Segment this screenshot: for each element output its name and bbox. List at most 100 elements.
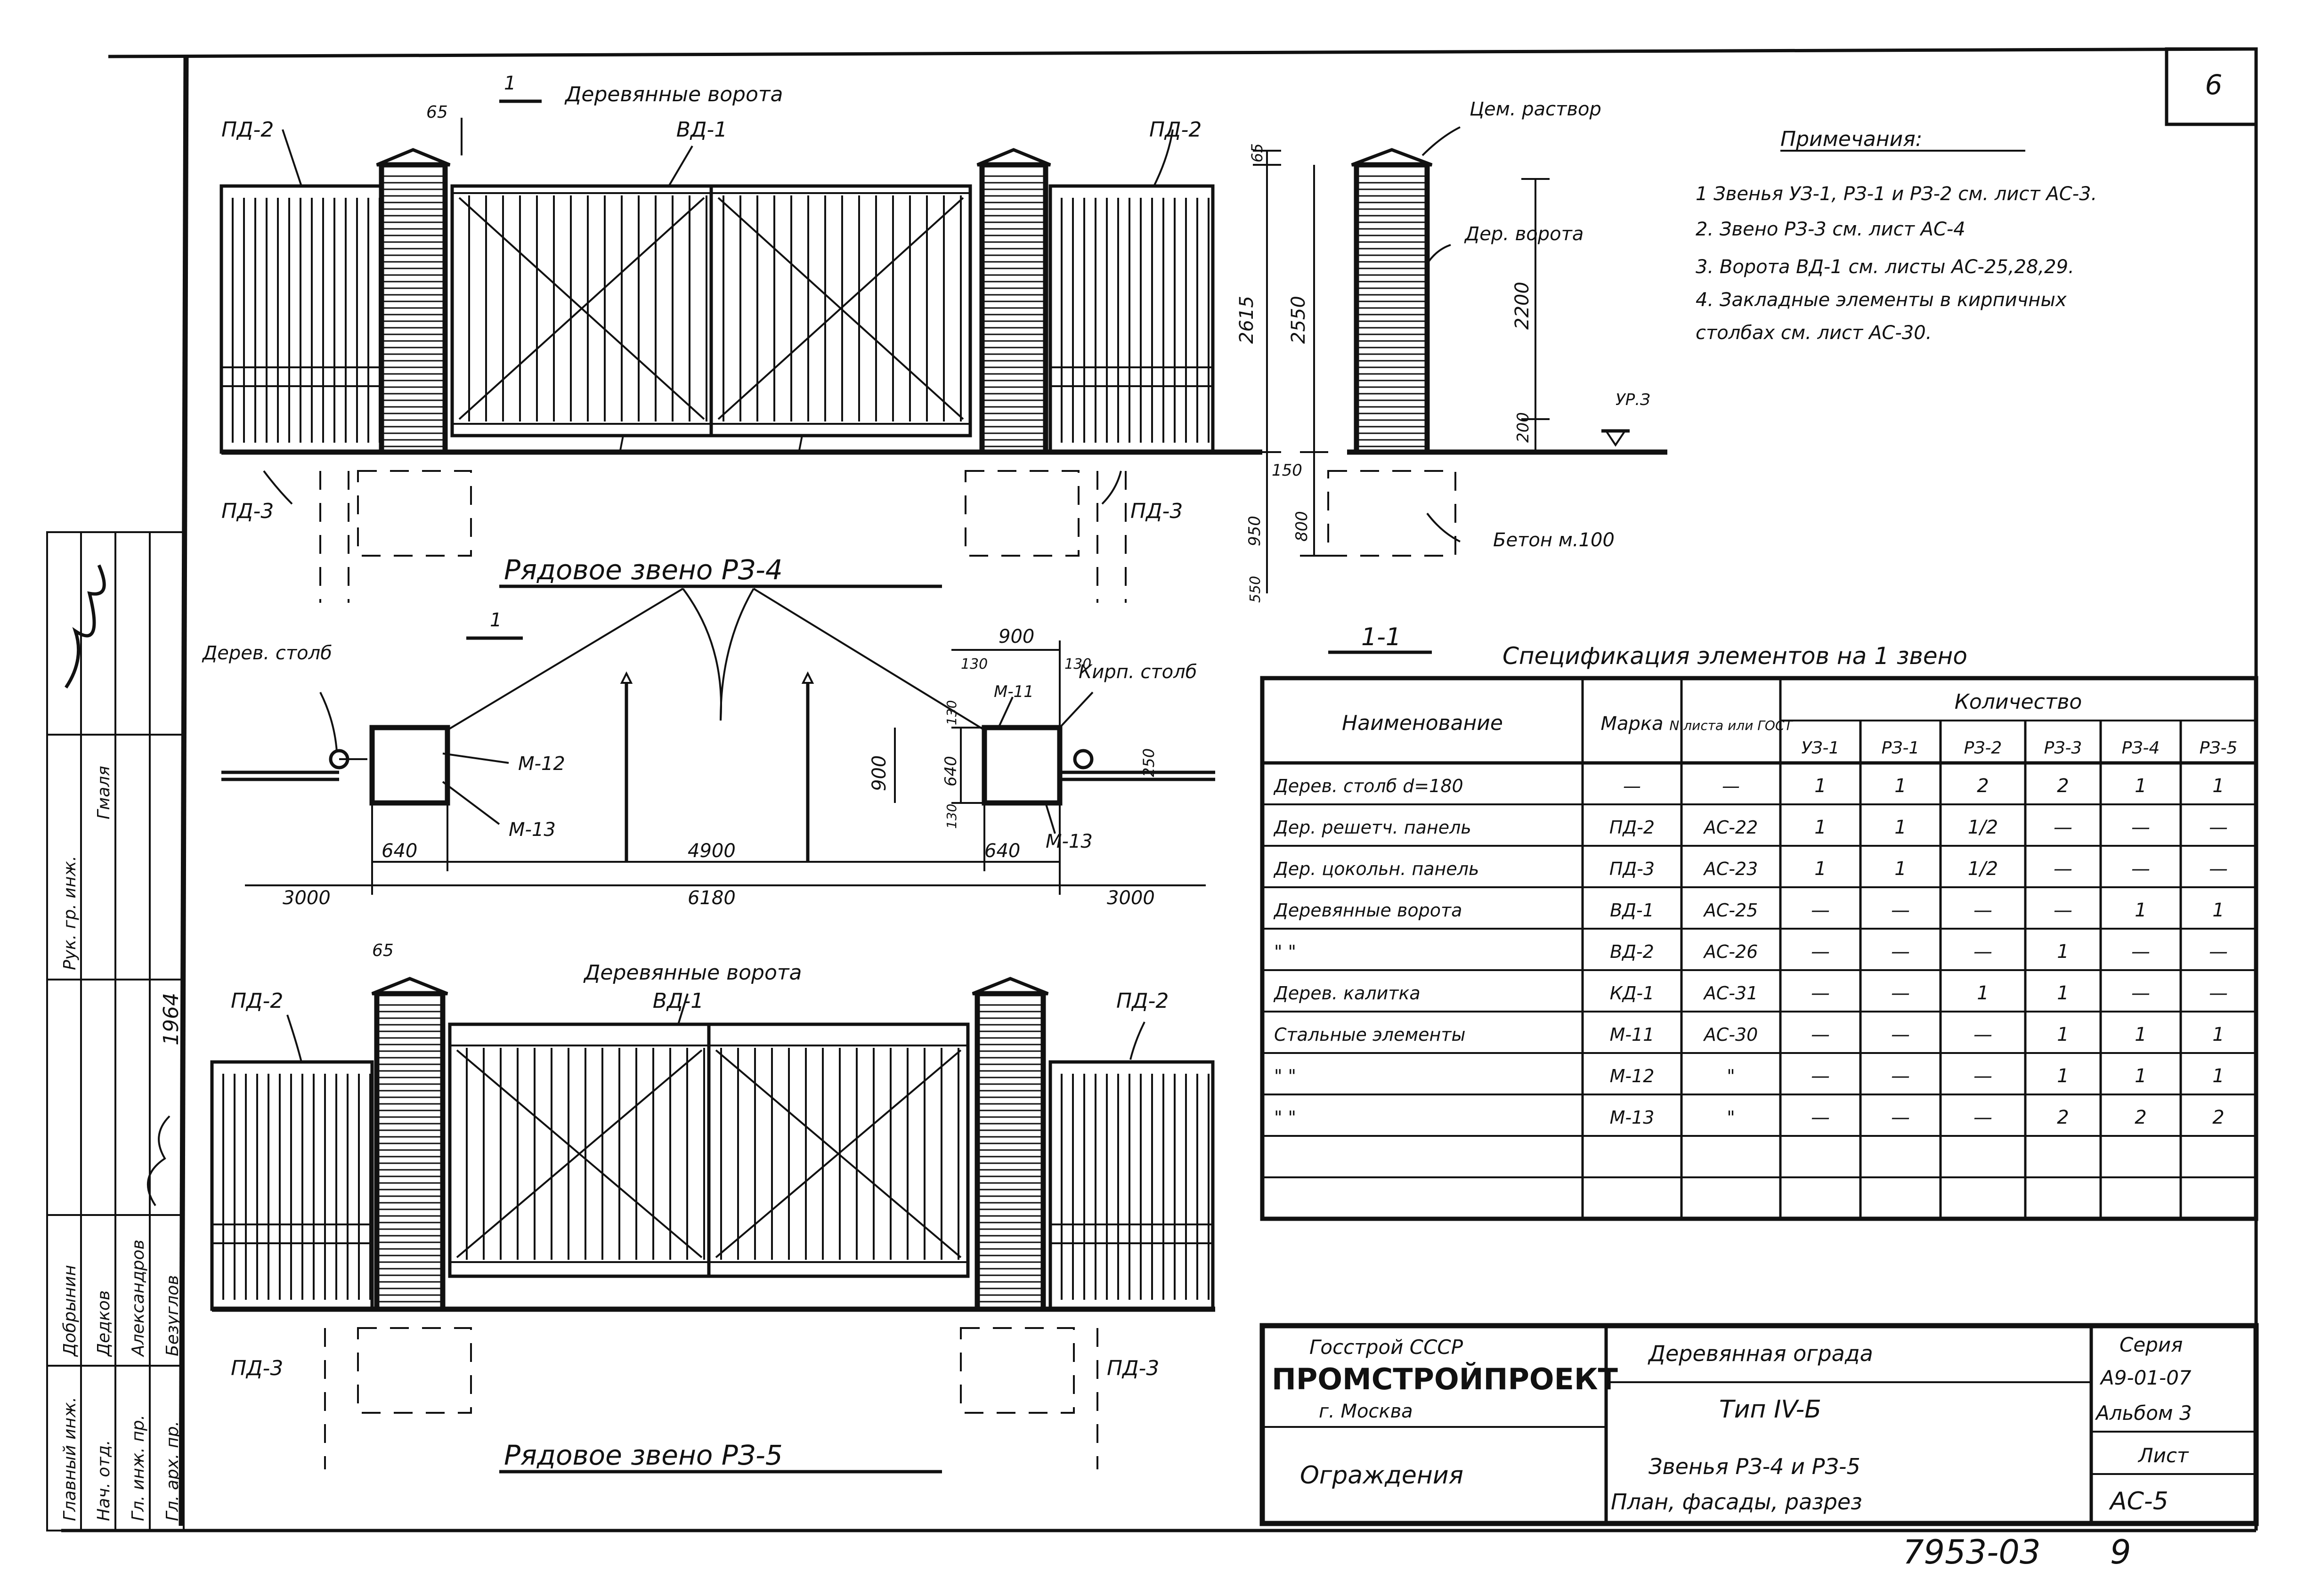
stamp-role-3: Гл. инж. пр. — [129, 1415, 148, 1521]
tb-album: Альбом 3 — [2095, 1402, 2192, 1425]
stamp-top-role: Рук. гр. инж. — [60, 856, 80, 970]
tb-project: Деревянная ограда — [1648, 1341, 1873, 1366]
stamp-role-1: Главный инж. — [60, 1397, 80, 1521]
spec-cell-qty: 1 — [2212, 1024, 2224, 1045]
spec-cell-qty: 2 — [2057, 775, 2069, 797]
spec-cell-sheet: АС-25 — [1703, 900, 1758, 921]
spec-cell-sheet: " — [1727, 1107, 1735, 1128]
svg-text:I: I — [619, 433, 625, 454]
spec-cell-qty: 1 — [1894, 817, 1906, 838]
spec-cell-sheet: АС-23 — [1703, 859, 1758, 879]
spec-cell-qty: — — [2209, 941, 2228, 963]
spec-cell-qty: — — [1891, 941, 1910, 963]
spec-cell-qty: 1 — [1894, 858, 1906, 880]
page-number: 9 — [2110, 1533, 2131, 1572]
spec-qty-col: РЗ-5 — [2200, 738, 2238, 758]
spec-cell-mark: ВД-1 — [1610, 900, 1654, 921]
spec-cell-qty: — — [1973, 941, 1992, 963]
plan-dim-640-left: 640 — [382, 840, 417, 862]
spec-cell-name: Дер. цокольн. панель — [1273, 859, 1479, 879]
note-4: 4. Закладные элементы в кирпичных — [1696, 289, 2067, 311]
spec-cell-name: Дерев. столб d=180 — [1273, 776, 1463, 796]
spec-cell-name: " " — [1274, 941, 1296, 962]
spec-cell-sheet: АС-26 — [1703, 941, 1758, 962]
caption-rz4: Рядовое звено РЗ-4 — [504, 554, 783, 586]
note-1: 1 Звенья УЗ-1, РЗ-1 и РЗ-2 см. лист АС-3… — [1696, 183, 2097, 205]
spec-cell-sheet: " — [1727, 1066, 1735, 1086]
stamp-name-1: Добрынин — [60, 1265, 80, 1357]
spec-cell-qty: 1 — [2057, 1065, 2069, 1087]
spec-qty-col: УЗ-1 — [1802, 738, 1840, 758]
spec-cell-qty: — — [2131, 858, 2150, 880]
spec-cell-qty: — — [1973, 899, 1992, 921]
spec-title: Спецификация элементов на 1 звено — [1502, 642, 1967, 670]
plan-dim-250: 250 — [1140, 748, 1158, 777]
spec-cell-name: Деревянные ворота — [1273, 900, 1462, 921]
spec-cell-qty: — — [2054, 899, 2072, 921]
spec-cell-sheet: АС-31 — [1703, 983, 1758, 1004]
spec-qty-col: РЗ-1 — [1882, 738, 1920, 758]
spec-cell-qty: 1 — [1814, 858, 1826, 880]
spec-cell-qty: 1 — [2135, 775, 2146, 797]
tb-org1: Госстрой СССР — [1309, 1336, 1463, 1359]
section-dim-2200: 2200 — [1511, 282, 1533, 330]
spec-qty-col: РЗ-2 — [1964, 738, 2002, 758]
plan-cut-mark: 1 — [490, 609, 502, 631]
plan-view — [221, 588, 1215, 895]
spec-cell-mark: ВД-2 — [1610, 941, 1654, 962]
signature-mark-2 — [147, 1115, 171, 1207]
tb-type: Тип IV-Б — [1719, 1395, 1821, 1424]
spec-cell-qty: 1 — [2212, 899, 2224, 921]
section-level: УР.З — [1616, 390, 1650, 409]
plan-dim-6180: 6180 — [688, 887, 736, 909]
tb-org2: ПРОМСТРОЙПРОЕКТ — [1272, 1362, 1618, 1396]
plan-dim-3000-left: 3000 — [283, 887, 331, 909]
spec-cell-qty: — — [2131, 982, 2150, 1004]
spec-cell-qty: — — [1973, 1024, 1992, 1045]
spec-cell-qty: — — [2209, 982, 2228, 1004]
plan-dim-900-side: 900 — [869, 755, 890, 791]
spec-header-mark: Марка — [1600, 713, 1663, 735]
section-dim-65: 65 — [1248, 143, 1266, 162]
spec-cell-mark: КД-1 — [1610, 983, 1655, 1004]
spec-cell-name: Дерев. калитка — [1273, 983, 1421, 1004]
spec-cell-name: Стальные элементы — [1274, 1024, 1466, 1045]
top-panel-right: ПД-2 — [1149, 118, 1202, 142]
top-gate-title: Деревянные ворота — [564, 82, 783, 106]
spec-cell-qty: — — [1891, 1065, 1910, 1087]
spec-cell-qty: 2 — [1977, 775, 1989, 797]
plan-dim-900-top: 900 — [999, 626, 1034, 648]
section-concrete: Бетон м.100 — [1493, 529, 1615, 551]
stamp-role-4: Гл. арх. пр. — [163, 1421, 182, 1521]
spec-cell-qty: — — [1973, 1107, 1992, 1128]
plan-dim-640-side: 640 — [942, 756, 960, 786]
spec-cell-name: " " — [1274, 1107, 1296, 1128]
stamp-name-2: Дедков — [94, 1290, 114, 1357]
tb-city: г. Москва — [1319, 1401, 1413, 1422]
spec-cell-qty: — — [2131, 817, 2150, 838]
tb-sheet-label: Лист — [2137, 1444, 2189, 1467]
section-dim-550: 550 — [1247, 576, 1264, 603]
section-1-1 — [1253, 126, 1667, 593]
plan-dim-130-c: 130 — [944, 700, 959, 725]
elevation-rz5 — [210, 977, 1215, 1469]
stamp-role-2: Нач. отд. — [94, 1440, 114, 1521]
sheet-number: 6 — [2205, 69, 2223, 101]
spec-qty-col: РЗ-4 — [2122, 738, 2160, 758]
spec-cell-name: Дер. решетч. панель — [1273, 817, 1471, 838]
top-cut-mark: 1 — [504, 73, 516, 94]
section-wood-gate: Дер. ворота — [1464, 223, 1583, 245]
spec-cell-qty: — — [2054, 858, 2072, 880]
spec-cell-qty: 1 — [2212, 775, 2224, 797]
spec-cell-qty: 1 — [2135, 899, 2146, 921]
spec-cell-qty: 2 — [2135, 1107, 2146, 1128]
spec-cell-qty: 1/2 — [1968, 817, 1998, 838]
bottom-plinth-left: ПД-3 — [231, 1356, 283, 1380]
spec-cell-mark: ПД-3 — [1609, 859, 1655, 879]
notes-title: Примечания: — [1780, 127, 1923, 151]
spec-cell-qty: 1 — [1894, 775, 1906, 797]
spec-cell-name: " " — [1274, 1066, 1296, 1086]
top-panel-left: ПД-2 — [221, 118, 274, 142]
